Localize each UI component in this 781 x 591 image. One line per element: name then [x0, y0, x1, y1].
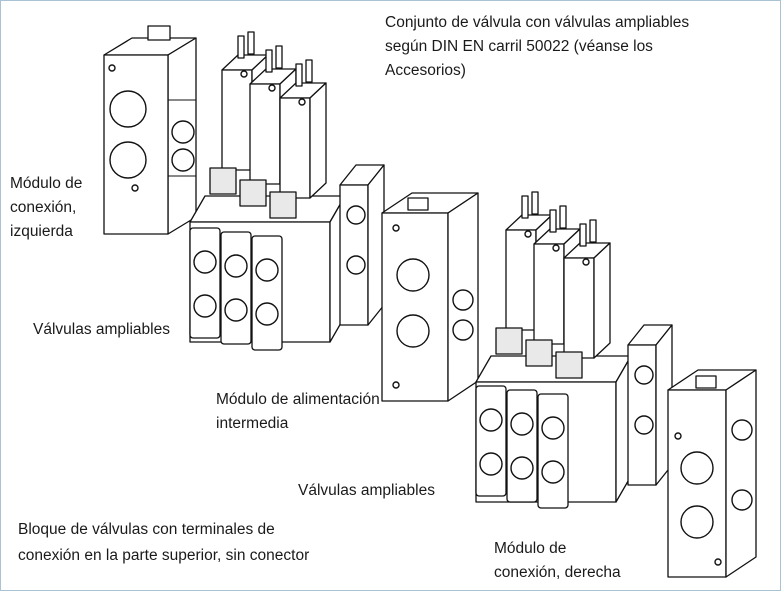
left-connection-module-drawing: [103, 25, 197, 235]
right-module-label-2: conexión, derecha: [494, 564, 621, 581]
valve-block-label-1: Bloque de válvulas con terminales de: [18, 521, 275, 538]
valve-block-2-drawing: [475, 191, 673, 509]
left-module-label-2: conexión,: [10, 199, 77, 216]
right-connection-module-drawing: [667, 369, 757, 578]
valves-label-1: Válvulas ampliables: [33, 321, 170, 338]
supply-module-label-1: Módulo de alimentación: [216, 391, 380, 408]
valve-block-label-2: conexión en la parte superior, sin conec…: [18, 547, 310, 564]
title-line-3: Accesorios): [385, 62, 466, 79]
right-module-label-1: Módulo de: [494, 540, 567, 557]
left-module-label-1: Módulo de: [10, 175, 83, 192]
supply-module-drawing: [381, 192, 479, 402]
left-module-label-3: izquierda: [10, 223, 73, 240]
title-line-2: según DIN EN carril 50022 (véanse los: [385, 38, 653, 55]
title-line-1: Conjunto de válvula con válvulas ampliab…: [385, 14, 690, 31]
supply-module-label-2: intermedia: [216, 415, 289, 432]
valves-label-2: Válvulas ampliables: [298, 482, 435, 499]
valve-block-1-drawing: [189, 31, 385, 351]
